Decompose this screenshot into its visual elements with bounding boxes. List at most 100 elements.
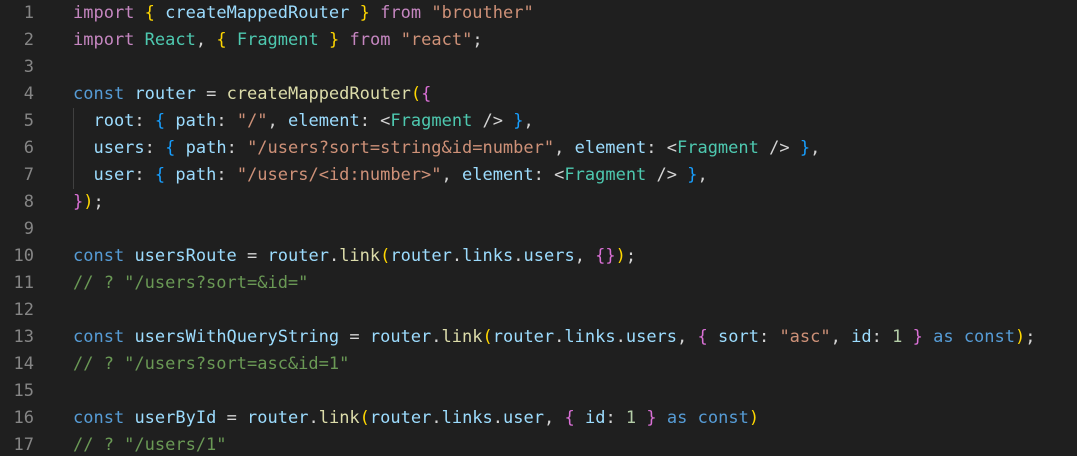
- code-token: .: [615, 327, 626, 347]
- code-token: (: [380, 246, 391, 266]
- code-token: {: [421, 84, 432, 104]
- code-text[interactable]: });: [73, 189, 104, 216]
- code-token: {: [154, 165, 166, 185]
- line-number: 15: [13, 381, 34, 401]
- code-token: path: [165, 165, 217, 185]
- code-token: from: [349, 30, 391, 50]
- code-text[interactable]: const usersRoute = router.link(router.li…: [73, 243, 636, 270]
- code-line[interactable]: 14 // ? "/users?sort=asc&id=1": [0, 351, 1077, 378]
- code-token: [954, 327, 964, 347]
- line-number: 14: [13, 354, 34, 374]
- code-token: import: [73, 30, 135, 50]
- code-token: :: [646, 138, 667, 158]
- code-token: :: [226, 138, 248, 158]
- code-line[interactable]: 15: [0, 378, 1077, 405]
- code-text[interactable]: const usersWithQueryString = router.link…: [73, 324, 1036, 351]
- code-token: {: [216, 30, 227, 50]
- code-token: const: [73, 246, 125, 266]
- code-token: router: [267, 246, 329, 266]
- code-token: ,: [441, 165, 463, 185]
- line-number: 1: [23, 3, 34, 23]
- code-line[interactable]: 17// ? "/users/1": [0, 432, 1077, 456]
- code-token: [134, 30, 144, 50]
- code-line[interactable]: 6 users: { path: "/users?sort=string&id=…: [0, 135, 1077, 162]
- code-token: =: [216, 408, 248, 428]
- code-token: [370, 3, 380, 23]
- code-token: links: [441, 408, 493, 428]
- code-token: .: [328, 246, 340, 266]
- code-token: ): [83, 192, 94, 212]
- code-token: users: [73, 138, 145, 158]
- line-number: 3: [23, 57, 34, 77]
- code-text[interactable]: const router = createMappedRouter({: [73, 81, 431, 108]
- code-token: }: [912, 327, 923, 347]
- code-token: from: [380, 3, 422, 23]
- line-number: 12: [13, 300, 34, 320]
- code-line[interactable]: 11 // ? "/users?sort=&id=": [0, 270, 1077, 297]
- code-line[interactable]: 7 user: { path: "/users/<id:number>", el…: [0, 162, 1077, 189]
- code-token: :: [605, 408, 626, 428]
- code-token: sort: [707, 327, 759, 347]
- code-token: .: [431, 327, 442, 347]
- code-token: as: [933, 327, 954, 347]
- code-token: ,: [523, 111, 534, 131]
- code-token: }: [799, 138, 811, 158]
- code-line[interactable]: 12: [0, 297, 1077, 324]
- code-token: ): [748, 408, 760, 428]
- code-token: :: [533, 165, 555, 185]
- code-token: usersWithQueryString: [134, 327, 340, 347]
- line-number: 10: [13, 246, 34, 266]
- code-line[interactable]: 9: [0, 216, 1077, 243]
- line-number: 5: [23, 111, 34, 131]
- code-token: element: [574, 138, 647, 158]
- code-token: :: [758, 327, 780, 347]
- code-token: (: [410, 84, 422, 104]
- line-number: 8: [23, 192, 34, 212]
- code-token: [227, 30, 237, 50]
- code-text[interactable]: // ? "/users?sort=asc&id=1": [73, 351, 349, 378]
- code-text[interactable]: const userById = router.link(router.link…: [73, 405, 759, 432]
- code-token: usersRoute: [134, 246, 237, 266]
- code-token: :: [134, 111, 155, 131]
- line-number: 11: [13, 273, 34, 293]
- code-token: [421, 3, 431, 23]
- code-token: path: [165, 111, 217, 131]
- code-token: [124, 327, 134, 347]
- code-token: router: [492, 327, 555, 347]
- code-text[interactable]: // ? "/users?sort=&id=": [73, 270, 308, 297]
- code-token: ,: [574, 246, 596, 266]
- indent-guide: [73, 162, 74, 189]
- code-token: users: [523, 246, 575, 266]
- code-token: }: [359, 3, 370, 23]
- code-token: [677, 165, 687, 185]
- code-line[interactable]: 5 root: { path: "/", element: <Fragment …: [0, 108, 1077, 135]
- code-text[interactable]: user: { path: "/users/<id:number>", elem…: [73, 162, 707, 189]
- code-token: [636, 408, 646, 428]
- code-line[interactable]: 3: [0, 54, 1077, 81]
- code-token: element: [462, 165, 534, 185]
- code-token: "asc": [779, 327, 831, 347]
- code-token: Fragment: [390, 111, 473, 131]
- code-token: Fragment: [236, 30, 319, 50]
- code-token: router: [247, 408, 309, 428]
- code-token: :: [134, 165, 155, 185]
- code-text[interactable]: root: { path: "/", element: <Fragment />…: [73, 108, 534, 135]
- code-line[interactable]: 8});: [0, 189, 1077, 216]
- code-text[interactable]: // ? "/users/1": [73, 432, 227, 456]
- code-token: [923, 327, 933, 347]
- code-token: const: [73, 84, 125, 104]
- code-text[interactable]: import React, { Fragment } from "react";: [73, 27, 483, 54]
- code-token: {}: [595, 246, 616, 266]
- code-token: ,: [677, 327, 698, 347]
- code-text[interactable]: import { createMappedRouter } from "brou…: [73, 0, 534, 27]
- code-token: user: [503, 408, 544, 428]
- code-line[interactable]: 1 import { createMappedRouter } from "bro…: [0, 0, 1077, 27]
- code-token: Fragment: [676, 138, 759, 158]
- code-text[interactable]: users: { path: "/users?sort=string&id=nu…: [73, 135, 820, 162]
